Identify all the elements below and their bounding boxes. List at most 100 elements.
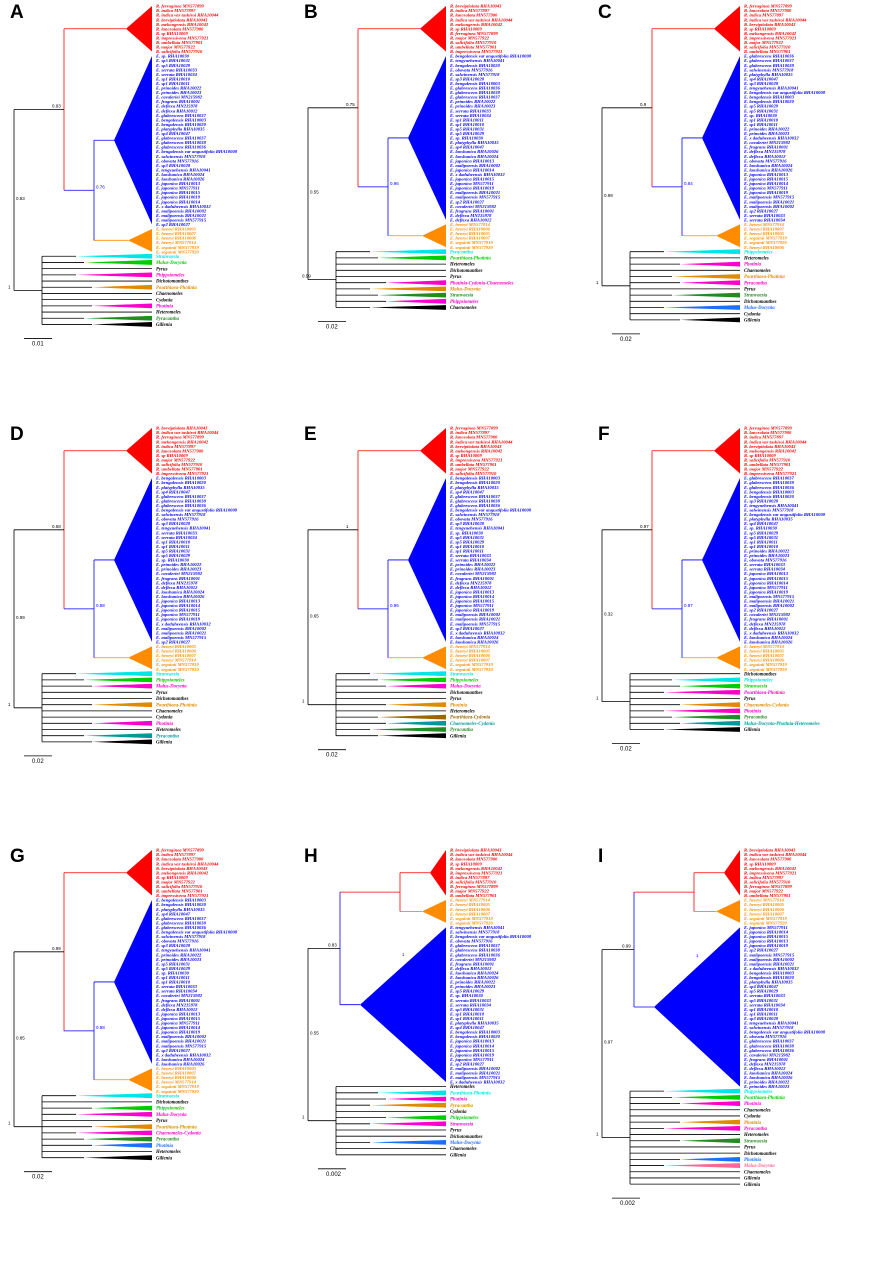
eriobotrya-leaf: E. laoshanica RHA10026	[449, 975, 499, 980]
eriobotrya-leaf: E. sp4 RHA10047	[743, 984, 779, 989]
outgroup-label: Pyracantha	[450, 250, 474, 255]
eriobotrya-leaf: E. japonica MN577911	[155, 186, 200, 191]
eriobotrya-leaf: E. laoshanica RHA10024	[155, 1057, 205, 1062]
outgroup-label: Cydonia	[450, 1110, 467, 1115]
eriobotrya-leaf: E. malipoensis MN577915	[743, 594, 795, 599]
orange-clade-triangle	[128, 646, 152, 670]
eriobotrya-leaf: E. cavaleriei MN215982	[449, 957, 497, 962]
eriobotrya-leaf: E. prinoides RHA10023	[155, 567, 202, 572]
rhaphiolepis-leaf: R. mekongensis RHA10042	[450, 22, 503, 27]
rhaphiolepis-leaf: R. mekongensis RHA10042	[156, 439, 209, 444]
outgroup-label: Dichotomanthes	[449, 1135, 483, 1140]
eriobotrya-leaf: E. deflexa RHA10012	[155, 108, 198, 113]
rhaphiolepis-leaf: R. lanceolata MN577900	[450, 13, 498, 18]
eriobotrya-leaf: E. salwinensis MN577918	[155, 154, 206, 159]
rhaphiolepis-leaf: R. indica var tashiroi RHA10044	[450, 17, 513, 22]
eriobotrya-leaf: E. fragrans RHA10001	[449, 961, 494, 966]
eriobotrya-leaf: E. sp3 RHA10028	[743, 81, 779, 86]
eriobotrya-leaf: E. sp2 RHA10027	[449, 199, 485, 204]
eriobotrya-leaf: E. sp1 RHA10010	[743, 544, 779, 549]
rhaphiolepis-leaf: R. salicifolia MN577910	[156, 49, 203, 54]
eriobotrya-leaf: E. platyphylla RHA10035	[743, 517, 793, 522]
henryi-leaf: E. henryi RHA10006	[449, 653, 491, 658]
eriobotrya-leaf: E. serrata RHA10034	[155, 989, 198, 994]
outgroup-label: Pyracantha	[744, 1127, 768, 1132]
rhaphiolepis-leaf: R. umbellata MN577901	[744, 462, 791, 467]
outgroup-label: Photinia	[744, 710, 762, 715]
outgroup-label: Dichotomanthes	[743, 1152, 777, 1157]
henryi-leaf: E. henryi RHA10006	[449, 907, 491, 912]
eriobotrya-leaf: E. sp. RHA10030	[449, 993, 484, 998]
rhaphiolepis-leaf: R. indica var tashiroi RHA10044	[744, 439, 807, 444]
outgroup-label: Pyrus	[744, 697, 756, 702]
support-value: 1	[8, 284, 11, 289]
eriobotrya-leaf: E. japonica RHA10014	[743, 181, 789, 186]
outgroup-triangle	[386, 298, 446, 304]
eriobotrya-leaf: E. bengalensis RHA10003	[155, 476, 207, 481]
henryi-leaf: E. henryi RHA10005	[743, 902, 785, 907]
eriobotrya-leaf: E. cavaleriei MN215982	[449, 571, 497, 576]
orange-clade-triangle	[422, 646, 446, 670]
outgroup-label: Gillenia	[744, 1183, 761, 1188]
henryi-leaf: E. henryi RHA10007	[449, 911, 491, 916]
outgroup-triangle	[92, 322, 152, 327]
rhaphiolepis-leaf: R. sp RHA10009	[450, 26, 482, 31]
eriobotrya-leaf: E. japonica RHA10015	[743, 934, 789, 939]
outgroup-triangle	[370, 286, 446, 292]
henryi-leaf: E. henryi MN577914	[155, 1080, 197, 1085]
outgroup-triangle	[680, 280, 740, 286]
eriobotrya-leaf: E. sp4 RHA10047	[155, 131, 191, 136]
eriobotrya-leaf: E. x daduheensis RHA10032	[449, 172, 505, 177]
orange-clade-triangle	[422, 900, 446, 923]
outgroup-label: Phippsiomeles	[156, 1107, 185, 1112]
eriobotrya-leaf: E. malipoensis RHA10021	[449, 1071, 500, 1076]
eriobotrya-leaf: E. laoshanica RHA10026	[743, 1075, 793, 1080]
eriobotrya-leaf: E. glabrescens RHA10037	[743, 1039, 795, 1044]
outgroup-label: Pyracantha	[450, 1104, 474, 1109]
eriobotrya-leaf: E. obovata MN577916	[743, 558, 787, 563]
rhaphiolepis-leaf: R. umbellata MN577901	[450, 893, 497, 898]
eriobotrya-leaf: E. glabrescens RHA10038	[743, 1043, 795, 1048]
eriobotrya-leaf: E. bengalensis RHA10003	[155, 898, 207, 903]
eriobotrya-leaf: E. sp5 RHA10031	[155, 548, 190, 553]
eriobotrya-leaf: E. glabrescens RHA10038	[743, 63, 795, 68]
rhaphiolepis-leaf: R. lanceolata MN577900	[156, 448, 204, 453]
eriobotrya-leaf: E. sp1 RHA10010	[155, 539, 191, 544]
eriobotrya-leaf: E. sp. RHA10030	[155, 970, 190, 975]
panel-label: F	[598, 424, 610, 445]
eriobotrya-leaf: E. serrata RHA10034	[449, 1002, 492, 1007]
outgroup-label: Gillenia	[744, 728, 761, 733]
eriobotrya-leaf: E. malipoensis RHA10002	[449, 612, 501, 617]
outgroup-triangle	[76, 1111, 152, 1117]
rhaphiolepis-leaf: R. ferruginea MN577899	[744, 884, 793, 889]
eriobotrya-leaf: E. glabrescens RHA10036	[449, 503, 501, 508]
eriobotrya-leaf: E. bengalensis RHA10020	[743, 494, 795, 499]
outgroup-label: Chaenomeles	[450, 1147, 477, 1152]
outgroup-label: Pourthiaea-Photinia	[744, 275, 785, 280]
rhaphiolepis-leaf: R. umbellata MN577901	[744, 893, 791, 898]
rhaphiolepis-leaf: R. sp RHA10009	[156, 875, 188, 880]
rhaphiolepis-leaf: R. salicifolia MN577910	[744, 45, 791, 50]
eriobotrya-leaf: E. glabrescens RHA10036	[155, 503, 207, 508]
eriobotrya-leaf: E. serrata RHA10033	[449, 108, 492, 113]
eriobotrya-leaf: E. bengalensis var angustifolia RHA10008	[155, 508, 238, 513]
eriobotrya-leaf: E. fragrans RHA10001	[449, 576, 494, 581]
rhaphiolepis-leaf: R. mekongensis RHA10042	[156, 870, 209, 875]
outgroup-triangle	[76, 272, 152, 278]
outgroup-triangle	[664, 1163, 740, 1168]
eriobotrya-leaf: E. sp5 RHA10031	[155, 961, 190, 966]
red-clade-triangle	[420, 428, 446, 474]
rhaphiolepis-leaf: R. breviptiolata RHA10043	[156, 866, 208, 871]
rhaphiolepis-leaf: R. breviptiolata RHA10043	[156, 17, 208, 22]
rhaphiolepis-leaf: R. indica var tashiroi RHA10044	[156, 430, 219, 435]
eriobotrya-leaf: E. x daduheensis RHA10032	[743, 630, 799, 635]
outgroup-label: Heteromeles	[743, 257, 769, 262]
eriobotrya-leaf: E. sp5 RHA10031	[449, 535, 484, 540]
outgroup-label: Stranvaesia	[156, 255, 180, 260]
eriobotrya-leaf: E. japonica RHA10015	[449, 177, 495, 182]
rhaphiolepis-leaf: R. impressivena MN577921	[450, 870, 502, 875]
eriobotrya-leaf: E. cavaleriei MN215982	[155, 95, 203, 100]
